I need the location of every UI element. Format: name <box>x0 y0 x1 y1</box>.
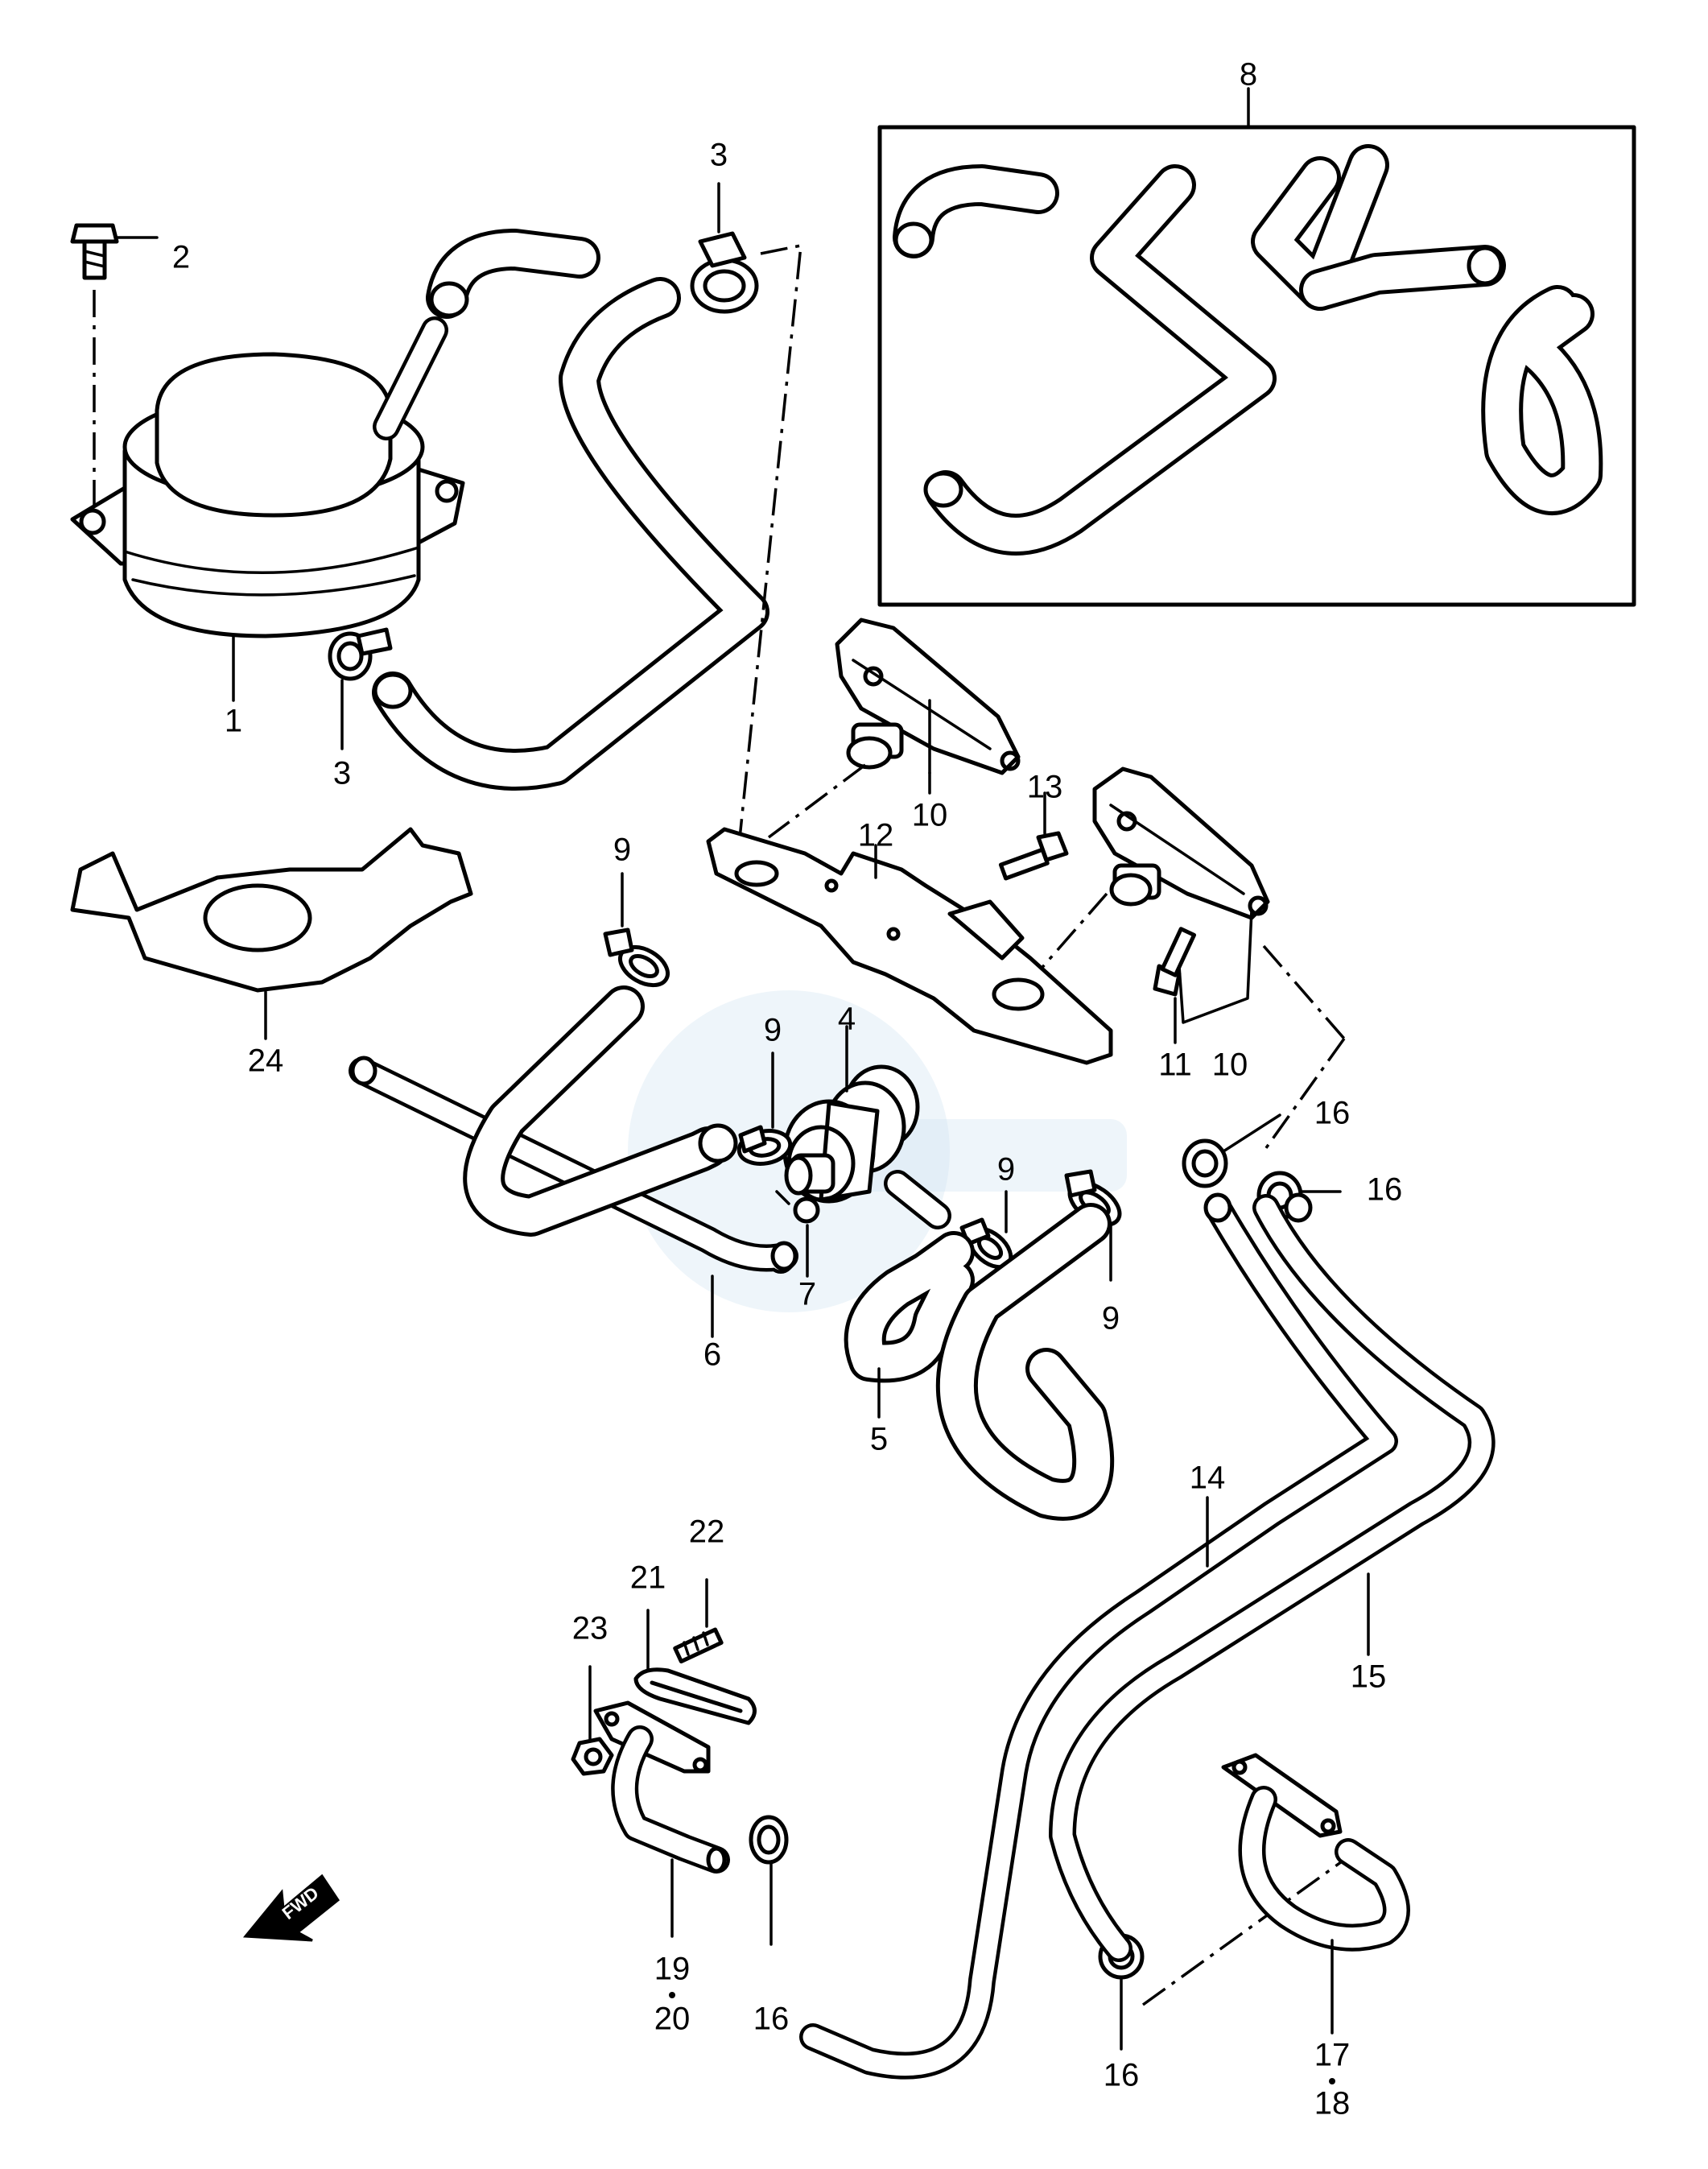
part-8-hose-set <box>877 87 1636 607</box>
part-23-nut <box>571 1665 614 1776</box>
part-19-pipe <box>593 1700 730 1938</box>
part-21-gasket <box>633 1609 757 1725</box>
callout-15: 15 <box>1351 1659 1387 1695</box>
part-7-cap <box>775 1190 820 1278</box>
part-12-mounting-plate <box>706 827 1113 1065</box>
callout-3-top: 3 <box>710 138 728 173</box>
callout-6: 6 <box>703 1337 721 1373</box>
callout-separator-dot <box>669 1992 675 1998</box>
callout-23: 23 <box>572 1611 609 1646</box>
part-15-hose <box>1049 1192 1496 1962</box>
callout-11: 11 <box>1158 1047 1192 1083</box>
callout-16-b: 16 <box>1367 1172 1403 1208</box>
callout-20: 20 <box>654 2002 691 2037</box>
callout-5: 5 <box>870 1422 888 1457</box>
callout-9-b: 9 <box>764 1013 782 1048</box>
part-13-bolt <box>998 791 1069 881</box>
part-22-stud <box>673 1578 724 1664</box>
fwd-arrow-icon: FWD <box>242 1874 340 1942</box>
part-1-pair-valve-case <box>70 316 465 702</box>
callout-9-c: 9 <box>997 1152 1015 1188</box>
air-hose-upper <box>372 229 769 791</box>
hose-loop-right <box>935 1203 1115 1521</box>
callout-18: 18 <box>1314 2086 1351 2121</box>
part-9-clamp-b <box>736 1051 793 1166</box>
hose-loop-left <box>463 985 738 1237</box>
part-3-clamp-top <box>690 182 802 870</box>
callout-16-d: 16 <box>1104 2058 1140 2093</box>
callout-7: 7 <box>798 1277 816 1312</box>
callout-14: 14 <box>1190 1460 1226 1496</box>
callout-12: 12 <box>858 818 894 853</box>
callout-16-c: 16 <box>753 2002 790 2037</box>
callout-17: 17 <box>1314 2038 1351 2073</box>
callout-9-a: 9 <box>613 832 631 868</box>
callout-10-upper: 10 <box>912 798 948 833</box>
callout-3-bottom: 3 <box>333 756 351 791</box>
part-16-clamp-d <box>1098 1858 1346 2051</box>
part-14-hose <box>799 1192 1398 2080</box>
part-4-air-valve <box>782 1025 951 1229</box>
callout-16-a: 16 <box>1314 1096 1351 1131</box>
part-2-bolt <box>70 223 159 515</box>
callout-13: 13 <box>1027 770 1063 805</box>
callout-1: 1 <box>225 704 242 739</box>
part-10-reed-valve-upper <box>767 618 1021 839</box>
part-10-reed-valve-lower <box>992 766 1270 1024</box>
part-16-clamp-c <box>749 1815 789 1946</box>
part-17-pipe <box>1221 1753 1410 2035</box>
callout-9-d: 9 <box>1102 1301 1120 1337</box>
part-3-clamp-bottom <box>328 627 393 750</box>
callout-4: 4 <box>838 1002 856 1037</box>
part-16-clamp-a <box>1182 944 1346 1188</box>
part-5-hose <box>844 1231 975 1419</box>
callout-22: 22 <box>689 1514 725 1550</box>
part-6-hose <box>349 1056 798 1338</box>
part-24-bracket <box>70 827 473 1040</box>
part-11-bolt <box>1153 927 1197 1044</box>
callout-10-lower: 10 <box>1212 1047 1248 1083</box>
callout-21: 21 <box>630 1560 666 1596</box>
callout-8: 8 <box>1240 57 1257 93</box>
callout-2: 2 <box>172 240 190 275</box>
part-9-clamp-a <box>603 872 670 988</box>
callout-19: 19 <box>654 1952 691 1987</box>
callout-24: 24 <box>248 1043 284 1079</box>
callout-separator-dot <box>1329 2078 1335 2084</box>
